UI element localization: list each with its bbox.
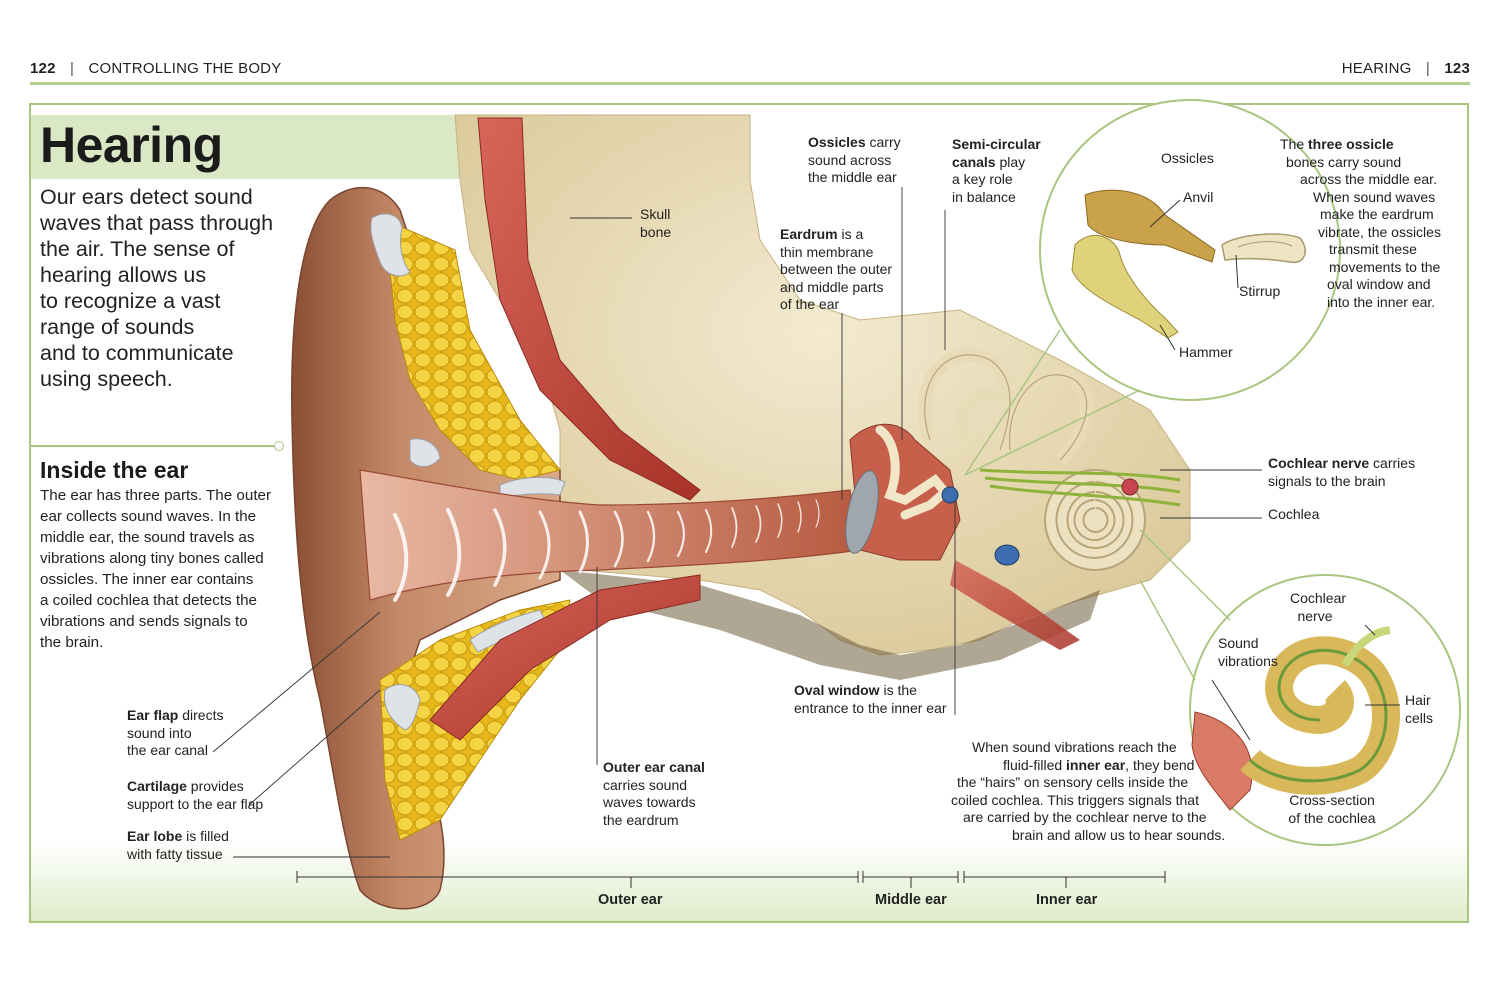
intro-line: and to communicate [40, 341, 234, 365]
section-label-inner-ear: Inner ear [1036, 892, 1098, 908]
intro-line: hearing allows us [40, 263, 207, 287]
intro-line: Our ears detect sound [40, 185, 253, 209]
intro-line: to recognize a vast [40, 289, 221, 313]
sound-waves [393, 499, 820, 602]
inset-label-hair-cells: Hair cells [1405, 692, 1434, 726]
label-cochlear-nerve: Cochlear nerve carries signals to the br… [1268, 455, 1416, 489]
anvil-bone [1084, 189, 1216, 263]
label-ossicles: Ossicles carry sound across the middle e… [808, 134, 901, 185]
section-name-left: CONTROLLING THE BODY [88, 60, 282, 77]
label-cochlea: Cochlea [1268, 506, 1320, 522]
leader-lines [212, 187, 1262, 858]
page-number-left: 122 [30, 60, 56, 77]
section-label-outer-ear: Outer ear [598, 892, 663, 908]
intro-line: the air. The sense of [40, 237, 235, 261]
body-line: vibrations along tiny bones called [40, 550, 264, 567]
label-ear-flap: Ear flap directs sound into the ear cana… [127, 707, 224, 758]
section-name-right: HEARING [1341, 60, 1412, 77]
body-line: ossicles. The inner ear contains [40, 571, 254, 588]
body-line: The ear has three parts. The outer [40, 487, 272, 504]
body-line: a coiled cochlea that detects the [40, 592, 257, 609]
label-hammer: Hammer [1179, 344, 1233, 360]
intro-line: waves that pass through [40, 211, 274, 235]
ossicles-in-situ [875, 425, 952, 520]
header-separator: | [1425, 60, 1430, 77]
label-eardrum: Eardrum is a thin membrane between the o… [780, 226, 893, 312]
label-cartilage: Cartilage provides support to the ear fl… [127, 778, 264, 812]
section-label-middle-ear: Middle ear [875, 892, 947, 908]
label-three-ossicle-bones: The three ossicle bones carry sound acro… [1280, 136, 1441, 310]
header-separator: | [70, 60, 75, 77]
body-line: middle ear, the sound travels as [40, 529, 255, 546]
page-frame [29, 103, 1469, 923]
body-paragraph: The ear has three parts. The outer ear co… [40, 485, 300, 653]
page-number-right: 123 [1444, 60, 1470, 77]
cartilage-mid [409, 438, 441, 467]
label-ear-lobe: Ear lobe is filled with fatty tissue [127, 828, 229, 862]
header-rule [30, 82, 1470, 85]
body-line: ear collects sound waves. In the [40, 508, 257, 525]
hammer-bone [1071, 235, 1179, 339]
cartilage-lower [383, 684, 421, 731]
inner-ear-note: When sound vibrations reach the fluid-fi… [951, 739, 1226, 843]
section-divider [31, 445, 277, 447]
inset-title-ossicles: Ossicles [1161, 150, 1214, 166]
body-line: the brain. [40, 634, 104, 651]
label-semicircular-canals: Semi-circular canals play a key role in … [952, 136, 1041, 205]
label-stirrup: Stirrup [1239, 283, 1281, 299]
label-oval-window: Oval window is the entrance to the inner… [794, 682, 947, 716]
inset-label-cochlear-nerve: Cochlear nerve [1290, 590, 1347, 624]
body-line: vibrations and sends signals to [40, 613, 248, 630]
running-header-left: 122 | CONTROLLING THE BODY [30, 60, 281, 77]
label-outer-ear-canal: Outer ear canal carries sound waves towa… [603, 759, 705, 828]
label-skull-bone: Skull bone [640, 206, 672, 240]
inset-caption-cross-section: Cross-section of the cochlea [1288, 792, 1376, 826]
eardrum [845, 470, 879, 554]
oval-window [941, 486, 959, 504]
divider-end-dot [274, 441, 284, 451]
label-anvil: Anvil [1183, 189, 1214, 205]
intro-line: using speech. [40, 367, 173, 391]
running-header-right: HEARING | 123 [1342, 60, 1470, 77]
subheading: Inside the ear [40, 457, 189, 483]
section-brackets [296, 871, 1166, 888]
muscle-upper [477, 117, 701, 501]
intro-line: range of sounds [40, 315, 195, 339]
stirrup-bone [1221, 233, 1306, 264]
cartilage-upper [370, 213, 411, 277]
muscle-lower [429, 574, 701, 741]
cochlear-nerve [979, 468, 1181, 507]
inset-label-sound-vibrations: Sound vibrations [1218, 635, 1278, 669]
bottom-green-band [31, 840, 1467, 921]
middle-ear-cavity [849, 423, 961, 561]
page-title: Hearing [40, 117, 223, 173]
